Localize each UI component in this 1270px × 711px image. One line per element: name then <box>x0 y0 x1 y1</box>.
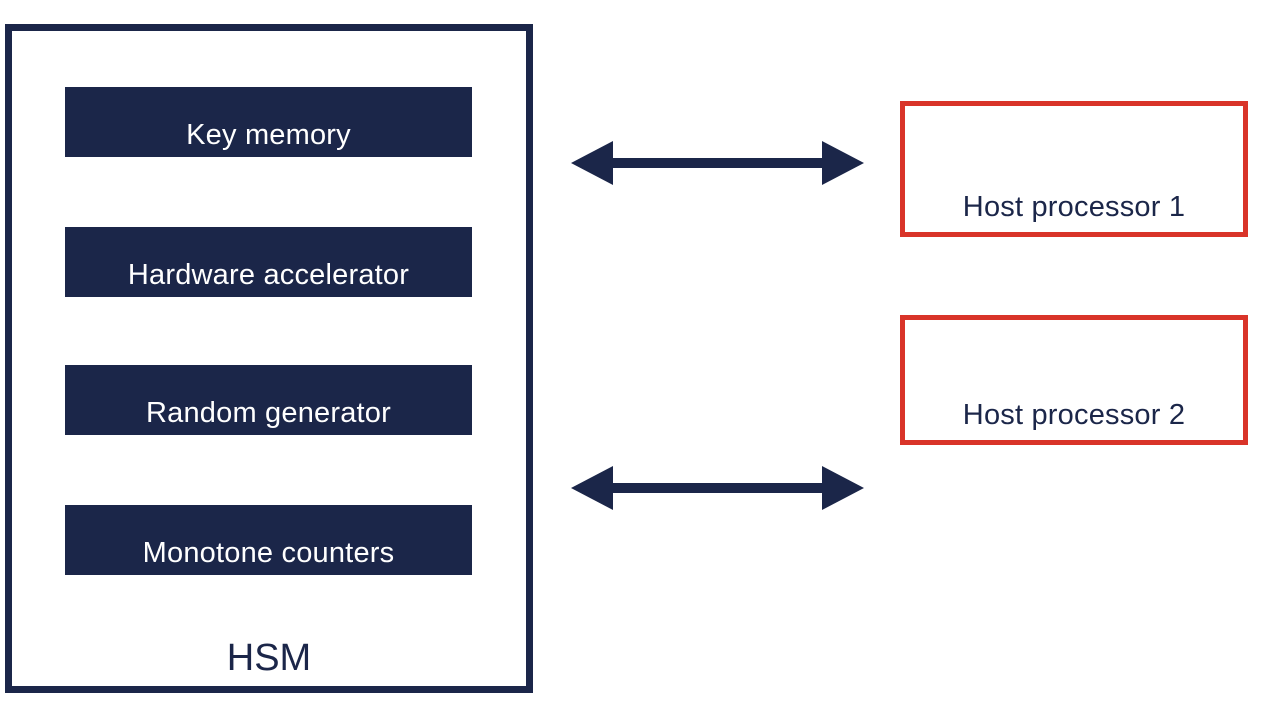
hsm-component-monotone-counters: Monotone counters <box>65 505 472 575</box>
bidirectional-arrow-host2 <box>571 466 864 510</box>
hsm-component-key-memory: Key memory <box>65 87 472 157</box>
hsm-component-random-generator: Random generator <box>65 365 472 435</box>
host-processor-2-box: Host processor 2 <box>900 315 1248 445</box>
host-processor-1-box: Host processor 1 <box>900 101 1248 237</box>
hsm-title-label: HSM <box>226 637 312 679</box>
hsm-component-hardware-accelerator: Hardware accelerator <box>65 227 472 297</box>
bidirectional-arrow-host1 <box>571 141 864 185</box>
